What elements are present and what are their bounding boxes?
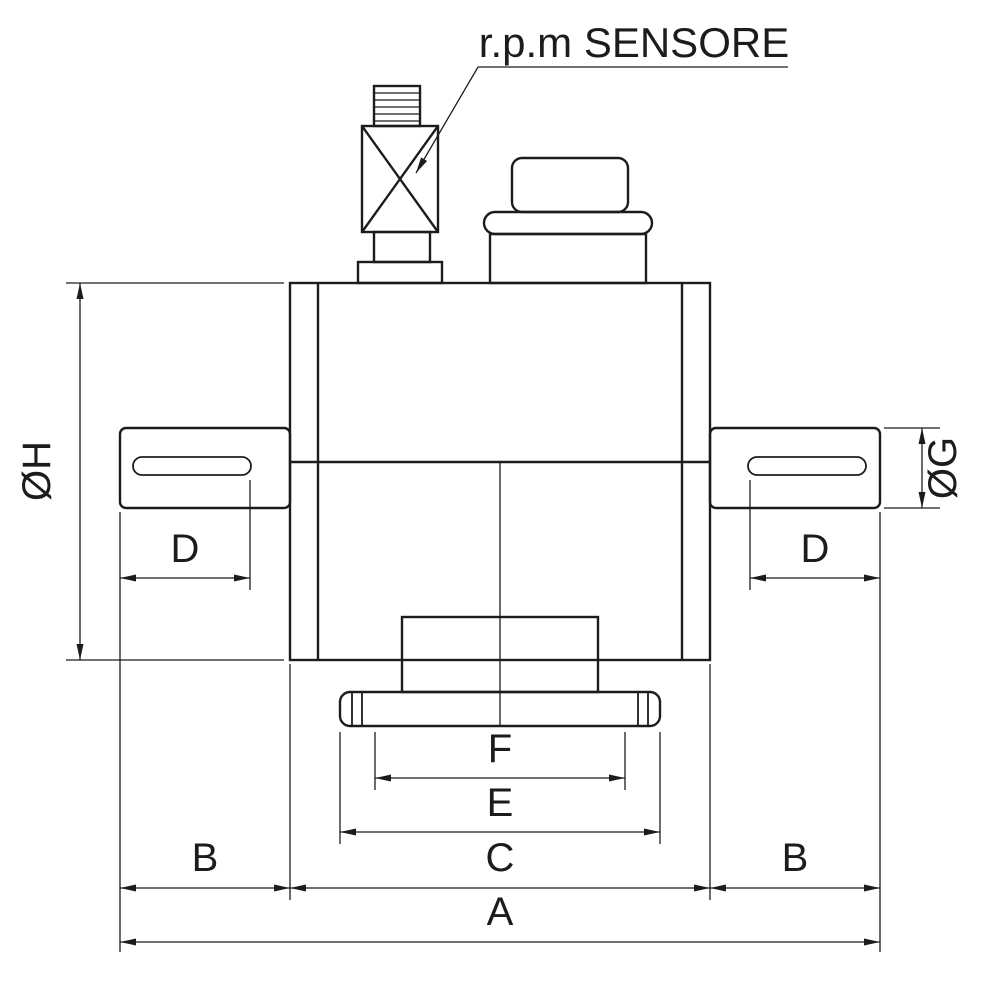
label-d-left: D — [171, 527, 200, 571]
label-dia-h: ØH — [15, 441, 59, 501]
extension-lines — [884, 427, 940, 509]
cable-connector — [482, 156, 654, 285]
dim-d-left: D — [119, 480, 251, 952]
extension-lines — [66, 282, 284, 661]
extension-lines — [289, 664, 711, 900]
label-b-right: B — [782, 836, 809, 880]
label-e: E — [487, 781, 514, 825]
extension-lines — [749, 480, 881, 952]
callout-leader-line — [415, 66, 788, 174]
sensor-neck — [372, 230, 432, 264]
flange-plate — [338, 690, 662, 728]
sensor-base — [356, 260, 444, 285]
right-shaft-outline — [708, 426, 882, 510]
label-b-left: B — [192, 836, 219, 880]
extension-lines — [339, 732, 661, 844]
flange-bolt-lines — [351, 692, 649, 726]
dim-a: A — [120, 890, 880, 946]
label-f: F — [488, 727, 512, 771]
dim-e: E — [339, 732, 661, 844]
main-body — [288, 281, 712, 726]
extension-lines — [119, 480, 251, 952]
mounting-flange — [338, 615, 662, 728]
label-dia-g: ØG — [921, 437, 965, 499]
callout: r.p.m SENSORE — [415, 19, 789, 174]
dim-f: F — [374, 727, 626, 790]
left-shaft — [118, 426, 292, 510]
sensor-cross-lines — [361, 125, 439, 233]
dim-dia-g: ØG — [884, 427, 965, 509]
connector-cap — [510, 156, 630, 214]
label-a: A — [487, 890, 514, 934]
dim-dia-h: ØH — [15, 282, 284, 661]
dim-b-left: B — [120, 836, 290, 892]
right-shaft — [708, 426, 882, 510]
dim-b-right: B — [710, 836, 880, 892]
thread-hatch-lines — [374, 92, 420, 122]
dim-c: C — [289, 664, 711, 900]
left-shaft-outline — [118, 426, 292, 510]
sensor-thread-stud — [372, 84, 422, 128]
callout-label: r.p.m SENSORE — [479, 19, 789, 66]
right-keyway-slot — [747, 456, 867, 476]
label-d-right: D — [801, 527, 830, 571]
connector-body — [488, 232, 648, 285]
left-keyway-slot — [132, 456, 252, 476]
rpm-sensor — [356, 84, 444, 285]
label-c: C — [486, 836, 515, 880]
connector-collar — [482, 210, 654, 236]
dim-d-right: D — [749, 480, 881, 952]
